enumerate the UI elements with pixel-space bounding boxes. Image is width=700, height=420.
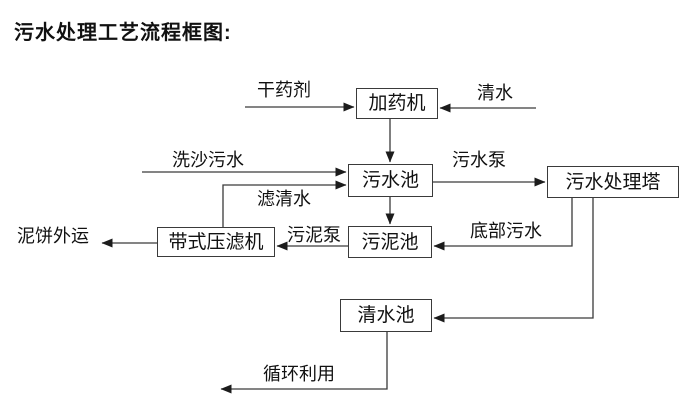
page-title: 污水处理工艺流程框图: bbox=[14, 22, 232, 44]
flow-label-sewage-pump: 污水泵 bbox=[452, 150, 506, 170]
node-sludge-pool: 污泥池 bbox=[348, 226, 432, 258]
flow-label-sand-washing-sewage: 洗沙污水 bbox=[172, 150, 244, 170]
node-dosing-machine: 加药机 bbox=[356, 88, 438, 119]
node-clean-water-pool: 清水池 bbox=[340, 299, 432, 332]
flow-label-bottom-sewage: 底部污水 bbox=[470, 221, 542, 241]
node-sewage-pool: 污水池 bbox=[348, 164, 433, 197]
flow-label-mud-cake-outbound: 泥饼外运 bbox=[17, 226, 89, 246]
edge-clean-water-pool-to-recycling bbox=[220, 332, 388, 394]
node-sewage-treatment-tower: 污水处理塔 bbox=[547, 166, 679, 198]
flow-label-clean-water: 清水 bbox=[477, 83, 513, 103]
edge-tower-bottom-sewage-to-sludge-pool bbox=[433, 198, 573, 251]
flow-label-sludge-pump: 污泥泵 bbox=[287, 225, 341, 245]
flow-label-dry-agent: 干药剂 bbox=[257, 80, 311, 100]
edge-tower-to-clean-water-pool bbox=[433, 198, 594, 323]
edge-filtered-water-to-sewage-pool bbox=[222, 180, 347, 227]
node-belt-filter-press: 带式压滤机 bbox=[157, 227, 275, 257]
flow-label-recycling: 循环利用 bbox=[263, 364, 335, 384]
flow-label-filtered-clean-water: 滤清水 bbox=[257, 189, 311, 209]
